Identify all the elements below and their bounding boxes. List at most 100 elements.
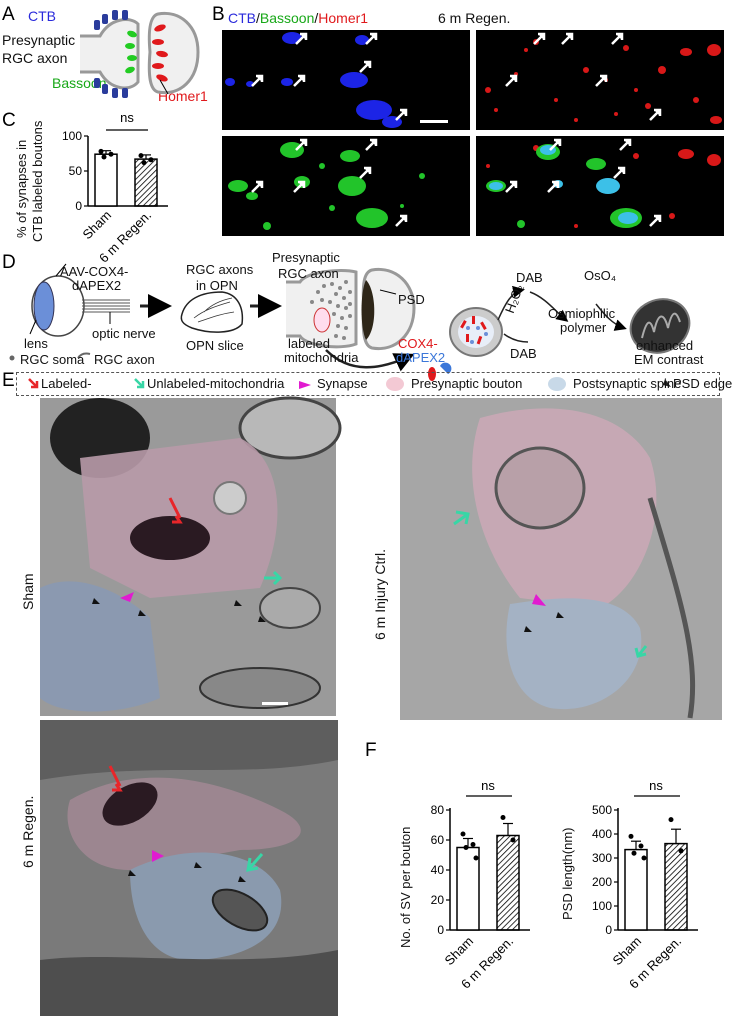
legend-unlabeled: Unlabeled-mitochondria xyxy=(147,376,285,391)
data-point xyxy=(101,154,107,160)
y-tick-label: 40 xyxy=(431,863,445,877)
ch-homer1: Homer1 xyxy=(318,10,369,26)
bar xyxy=(496,834,520,931)
micrograph-bassoon xyxy=(222,136,470,236)
data-point xyxy=(141,160,147,166)
data-point xyxy=(500,815,506,820)
data-point xyxy=(470,842,476,847)
workflow-schematic xyxy=(9,263,691,381)
legend-spine: Postsynaptic spine xyxy=(573,376,682,391)
panel-label-c: C xyxy=(2,110,16,131)
f-sv-xtick-sham: Sham xyxy=(441,934,476,969)
em-injury-label: 6 m Injury Ctrl. xyxy=(372,548,388,640)
osmio-label-1: Osmiophilic xyxy=(548,306,616,321)
em-injury xyxy=(400,398,722,720)
oso4-label: OsO₄ xyxy=(584,268,617,283)
bassoon-label: Bassoon xyxy=(52,75,107,91)
presyn-d-label-1: Presynaptic xyxy=(272,250,340,265)
labeled-mito-label-1: labeled xyxy=(288,336,330,351)
data-point xyxy=(678,848,684,854)
data-point xyxy=(668,817,674,823)
data-point xyxy=(641,855,647,861)
contrast-label-1: enhanced xyxy=(636,338,694,353)
micrograph-homer1 xyxy=(476,30,724,130)
legend-psd-edge: PSD edge xyxy=(673,376,732,391)
presyn-label-2: RGC axon xyxy=(2,50,68,66)
aav-label-1: AAV-COX4- xyxy=(60,264,129,279)
data-point xyxy=(510,837,516,843)
panel-label-d: D xyxy=(2,252,16,273)
y-tick-label: 100 xyxy=(592,899,612,913)
data-point xyxy=(463,845,469,850)
data-point xyxy=(460,831,466,837)
ch-ctb: CTB xyxy=(228,10,256,26)
bar xyxy=(134,158,158,207)
em-legend: Labeled- Unlabeled-mitochondria Synapse … xyxy=(16,372,732,396)
contrast-label-2: EM contrast xyxy=(634,352,704,367)
y-tick-label: 50 xyxy=(69,164,83,178)
legend-synapse: Synapse xyxy=(317,376,368,391)
osmio-label-2: polymer xyxy=(560,320,607,335)
y-tick-label: 0 xyxy=(605,923,612,937)
y-tick-label: 300 xyxy=(592,851,612,865)
synapse-schematic xyxy=(80,10,200,98)
psd-label: PSD xyxy=(398,292,425,307)
data-point xyxy=(98,148,104,154)
micrograph-merge xyxy=(476,136,724,236)
y-tick-label: 60 xyxy=(431,833,445,847)
c-xtick-sham: Sham xyxy=(79,208,114,243)
bar xyxy=(664,842,688,931)
em-sham-label: Sham xyxy=(20,573,36,610)
y-tick-label: 0 xyxy=(75,199,82,213)
data-point xyxy=(138,153,144,159)
y-tick-label: 80 xyxy=(431,803,445,817)
opn-slice-label: OPN slice xyxy=(186,338,244,353)
presyn-label-1: Presynaptic xyxy=(2,32,76,48)
f-psd-xtick-sham: Sham xyxy=(609,934,644,969)
bar xyxy=(624,848,648,931)
ch-sep-1: / xyxy=(256,10,260,26)
em-sham xyxy=(40,396,342,716)
micrograph-ctb xyxy=(222,30,470,130)
lens-label: lens xyxy=(24,336,48,351)
dab-label: DAB xyxy=(510,346,537,361)
panel-label-b: B xyxy=(212,4,225,25)
ch-sep-2: / xyxy=(314,10,319,26)
panel-c-ylabel-2: CTB labeled boutons xyxy=(30,120,45,242)
cox4-label: COX4- xyxy=(398,336,438,351)
ch-bassoon: Bassoon xyxy=(259,10,315,26)
panel-c-ylabel-1: % of synapses in xyxy=(14,139,29,238)
legend-bouton: Presynaptic bouton xyxy=(411,376,523,391)
optic-nerve-label: optic nerve xyxy=(92,326,156,341)
data-point xyxy=(473,855,479,861)
axons-label-1: RGC axons xyxy=(186,262,254,277)
em-regen-label: 6 m Regen. xyxy=(20,795,36,868)
f-sv-ns: ns xyxy=(481,778,495,793)
data-point xyxy=(148,157,154,163)
aav-label-2: dAPEX2 xyxy=(72,278,122,293)
data-point xyxy=(638,843,644,849)
panel-b-condition: 6 m Regen. xyxy=(438,10,511,26)
bar xyxy=(94,153,118,207)
f-psd-ns: ns xyxy=(649,778,663,793)
y-tick-label: 0 xyxy=(437,923,444,937)
panel-label-a: A xyxy=(2,4,15,25)
dapex2-label: dAPEX2 xyxy=(396,350,446,365)
y-tick-label: 100 xyxy=(62,129,82,143)
panel-label-e: E xyxy=(2,370,15,391)
c-ns: ns xyxy=(120,110,134,125)
data-point xyxy=(631,850,637,856)
ctb-label: CTB xyxy=(28,8,56,24)
data-point xyxy=(628,833,634,839)
dab-star-label: DAB xyxy=(516,270,543,285)
axons-label-2: in OPN xyxy=(196,278,238,293)
presyn-d-label-2: RGC axon xyxy=(278,266,339,281)
data-point xyxy=(108,151,114,157)
rgc-soma-label: RGC soma xyxy=(20,352,85,367)
y-tick-label: 400 xyxy=(592,827,612,841)
y-tick-label: 500 xyxy=(592,803,612,817)
panel-label-f: F xyxy=(365,740,377,761)
